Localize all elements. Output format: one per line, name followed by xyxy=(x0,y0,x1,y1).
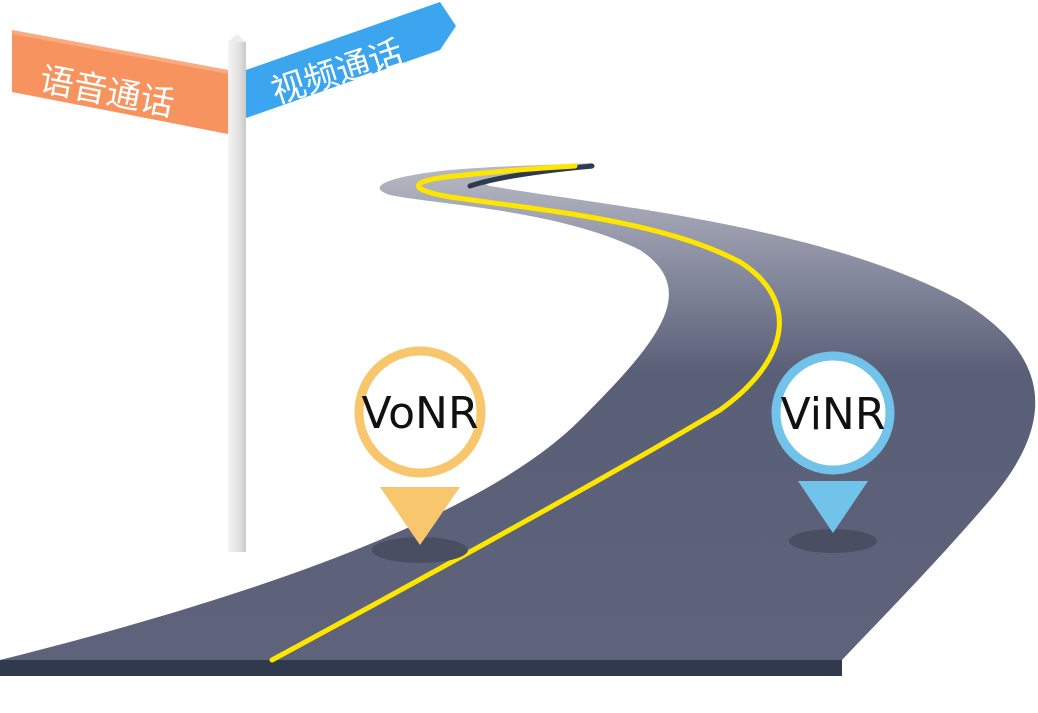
marker-vonr-badge xyxy=(354,346,486,478)
road-edge-highlight xyxy=(467,163,595,189)
sign-voice-call xyxy=(12,30,228,134)
marker-vonr-shadow xyxy=(372,537,468,563)
sign-voice-call-edge xyxy=(12,30,228,74)
signpost: 语音通话 视频通话 xyxy=(12,2,456,552)
sign-video-call xyxy=(246,2,456,118)
marker-vinr-pointer xyxy=(798,481,868,533)
road xyxy=(0,163,1036,676)
marker-vinr: ViNR xyxy=(771,351,895,553)
marker-vinr-label: ViNR xyxy=(781,389,886,440)
marker-vonr-pointer xyxy=(380,487,460,545)
marker-vonr: VoNR xyxy=(354,346,486,563)
signpost-pole-tip xyxy=(228,34,246,42)
road-base xyxy=(0,660,842,676)
road-surface xyxy=(0,163,1036,660)
marker-vonr-label: VoNR xyxy=(361,388,478,439)
signpost-pole xyxy=(228,42,246,552)
marker-vinr-badge xyxy=(771,351,895,475)
marker-vinr-shadow xyxy=(789,529,877,553)
road-center-line xyxy=(269,163,782,663)
